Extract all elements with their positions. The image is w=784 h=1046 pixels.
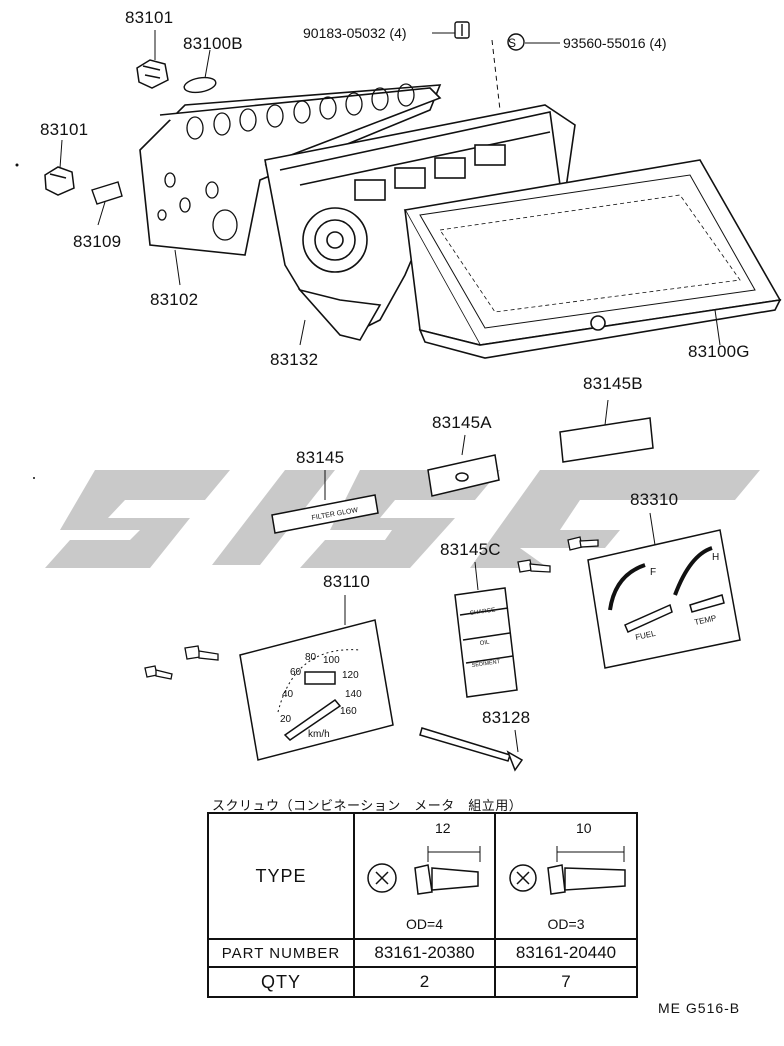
speedo-unit: km/h [308, 729, 330, 740]
leader-lines [59, 30, 721, 753]
watermark-logo [45, 470, 760, 568]
label-83110: 83110 [323, 572, 371, 591]
back-cover-83102 [139, 83, 442, 256]
fuel-text: FUEL [635, 629, 657, 642]
label-83102: 83102 [150, 290, 199, 309]
s-mark: S [508, 36, 516, 50]
part-number-a: 83161-20380 [353, 938, 496, 968]
type-cell-a: 12 OD=4 [353, 812, 496, 940]
screw-spec-table: TYPE 12 OD=4 10 OD=3 PART NUMBER 83161-2… [207, 812, 638, 998]
screw-90183 [454, 21, 470, 39]
part-number-label: PART NUMBER [207, 938, 355, 968]
label-83310: 83310 [630, 490, 679, 509]
dim-b: 10 [576, 820, 592, 836]
label-90183-05032: 90183-05032 (4) [303, 25, 407, 41]
type-cell-b: 10 OD=3 [494, 812, 638, 940]
qty-a: 2 [353, 966, 496, 998]
cable-83128 [419, 727, 524, 772]
panel-83145C [454, 587, 518, 698]
panel-83145A [427, 454, 500, 497]
label-83100B: 83100B [183, 34, 243, 53]
speedometer-83110 [239, 619, 394, 761]
qty-label: QTY [207, 966, 355, 998]
oil-text: OIL [479, 640, 490, 647]
qty-b: 7 [494, 966, 638, 998]
diagram-reference: ME G516-B [658, 1000, 741, 1016]
temp-hot-mark: H [712, 552, 719, 563]
type-label: TYPE [207, 812, 355, 940]
od-b: OD=3 [547, 916, 585, 932]
label-83132: 83132 [270, 350, 319, 369]
speedo-ticks: 20 40 60 80 100 120 140 160 km/h [280, 652, 362, 740]
gauge-screws [144, 536, 599, 680]
panel-83145 [271, 494, 379, 534]
tick-60: 60 [290, 667, 302, 678]
lens-83100G [403, 159, 782, 359]
panel-83145B [559, 417, 654, 463]
label-83145C: 83145C [440, 540, 501, 559]
fuel-full-mark: F [650, 567, 656, 578]
dim-a: 12 [435, 820, 451, 836]
bulb-83100B [183, 76, 217, 94]
bulb-socket-83101-left [44, 166, 75, 196]
od-a: OD=4 [406, 916, 443, 932]
label-83101-top: 83101 [125, 8, 174, 27]
tick-100: 100 [323, 655, 340, 666]
part-number-b: 83161-20440 [494, 938, 638, 968]
label-83100G: 83100G [688, 342, 750, 361]
label-93560-55016: 93560-55016 (4) [563, 35, 667, 51]
table-row-qty: QTY 2 7 [207, 966, 638, 998]
sediment-text: SEDIMENT [471, 659, 501, 669]
gauge-83310 [587, 529, 741, 669]
tick-160: 160 [340, 706, 357, 717]
label-83128: 83128 [482, 708, 531, 727]
tick-40: 40 [282, 689, 294, 700]
tick-20: 20 [280, 714, 292, 725]
screw-93560-symbol [507, 33, 525, 51]
bulb-socket-83101-top [136, 59, 169, 89]
table-row-part-number: PART NUMBER 83161-20380 83161-20440 [207, 938, 638, 968]
tick-80: 80 [305, 652, 317, 663]
tick-140: 140 [345, 689, 362, 700]
charge-text: CHARGE [469, 607, 495, 617]
label-83145A: 83145A [432, 413, 492, 432]
table-row-type: TYPE 12 OD=4 10 OD=3 [207, 812, 638, 940]
label-83145: 83145 [296, 448, 345, 467]
label-83145B: 83145B [583, 374, 643, 393]
bulb-83109 [91, 181, 123, 205]
tick-120: 120 [342, 670, 359, 681]
table-caption: スクリュウ（コンビネーション メータ 組立用） [212, 798, 523, 813]
stray-marks [15, 163, 35, 479]
label-83109: 83109 [73, 232, 122, 251]
label-83101-left: 83101 [40, 120, 89, 139]
